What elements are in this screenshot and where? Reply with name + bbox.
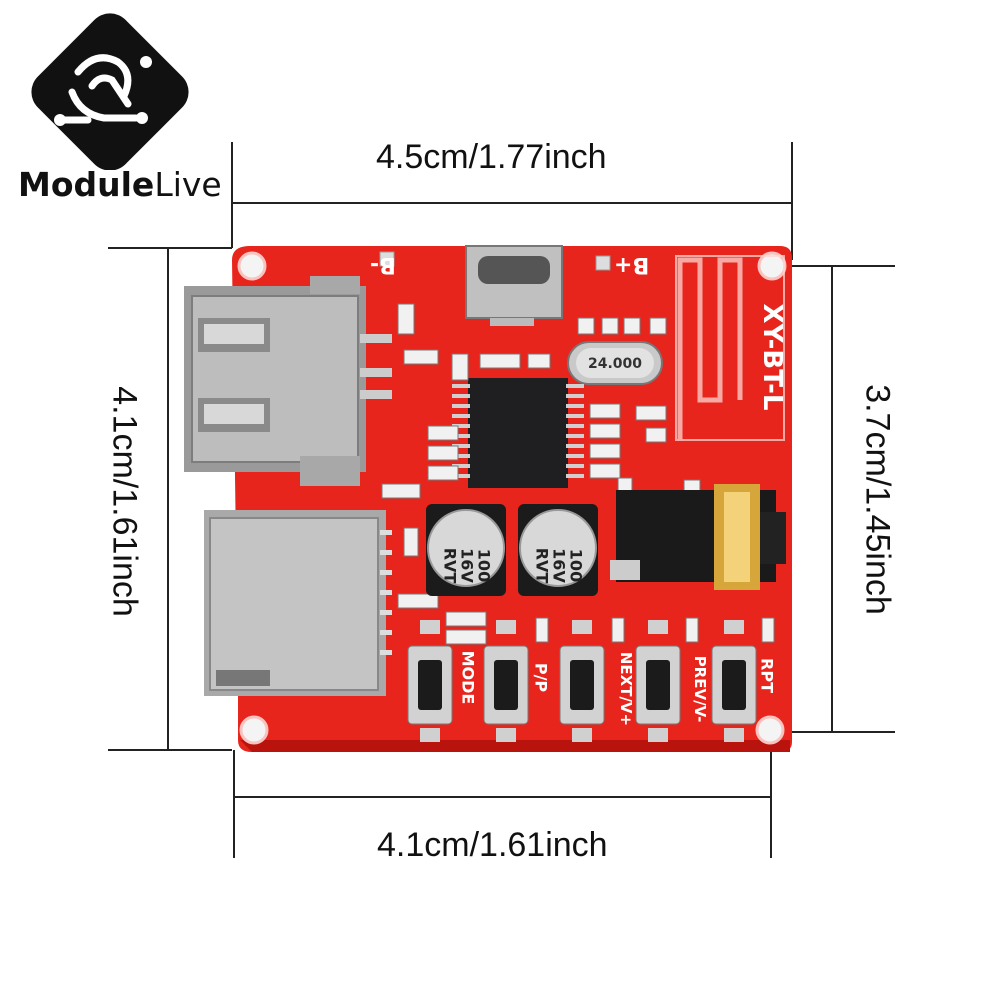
bottom-width-label: 4.1cm/1.61inch	[377, 826, 608, 864]
left-height-label: 4.1cm/1.61inch	[105, 386, 144, 617]
terminal-negative-label: B-	[370, 252, 396, 277]
right-height-label: 3.7cm/1.45inch	[858, 384, 897, 615]
pcb-board	[184, 245, 792, 752]
logo-icon	[31, 13, 189, 170]
button-label-mode: MODE	[458, 650, 478, 705]
dimension-lines	[108, 142, 895, 858]
brand-name: ModuleLive	[18, 165, 222, 204]
tact-buttons	[407, 620, 757, 742]
button-label-next: NEXT/V+	[617, 651, 635, 727]
top-width-label: 4.5cm/1.77inch	[376, 138, 607, 176]
crystal-label: 24.000	[588, 356, 643, 372]
button-label-repeat: RPT	[757, 658, 777, 693]
button-label-play-pause: P/P	[531, 662, 551, 693]
model-label: XY-BT-L	[757, 303, 787, 411]
terminal-positive-label: B+	[614, 252, 650, 277]
button-label-prev: PREV/V-	[691, 655, 709, 723]
